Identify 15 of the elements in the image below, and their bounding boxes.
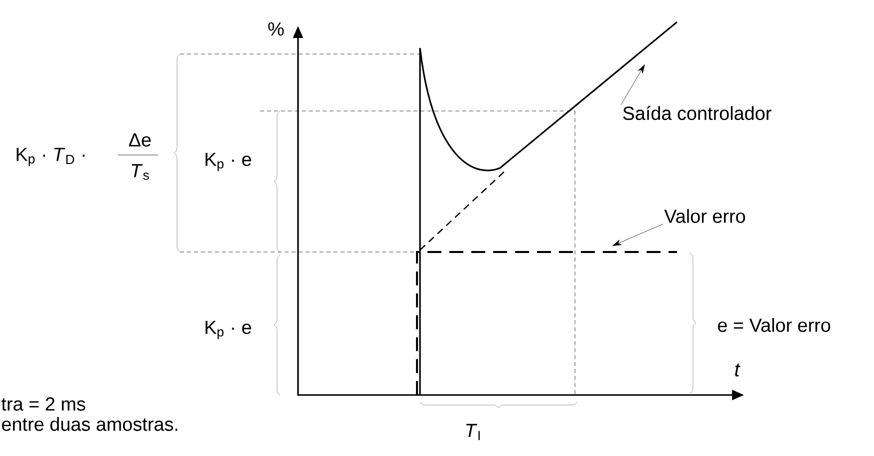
axis-label: T$_{I}$ bbox=[466, 424, 480, 440]
annotation-text: e = Valor erro bbox=[718, 318, 830, 332]
leader-arrow bbox=[620, 64, 645, 105]
axis-label: t bbox=[735, 363, 740, 377]
formula-text: K$_{p}$ · T$_{D}$ · bbox=[16, 148, 85, 166]
callout-text: Saída controlador bbox=[623, 106, 772, 120]
formula-text: K$_{p}$ · e bbox=[206, 320, 252, 340]
note-text: entre duas amostras. bbox=[2, 417, 178, 431]
note-text: tra = 2 ms bbox=[2, 397, 86, 411]
formula-text: T$_{s}$ bbox=[132, 164, 149, 180]
callout-text: Valor erro bbox=[664, 209, 746, 223]
formula-text: K$_{p}$ · e bbox=[206, 152, 252, 172]
axis-label: % bbox=[268, 22, 284, 36]
formula-text: Δe bbox=[128, 133, 151, 147]
leader-arrow bbox=[612, 224, 664, 246]
